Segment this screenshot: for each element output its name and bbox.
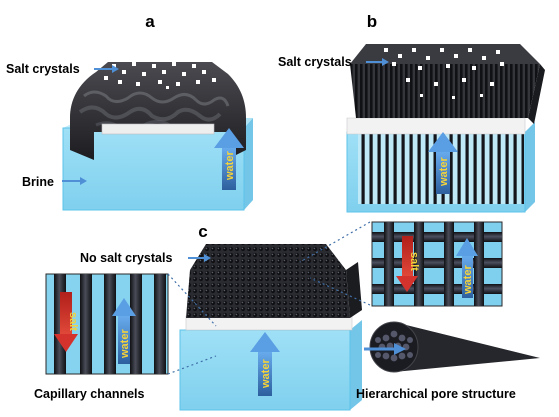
woven-fiber-inset: salt water [371, 221, 503, 307]
label-salt-crystals-b: Salt crystals [278, 55, 352, 69]
water-arrow-a: water [214, 128, 244, 190]
label-salt-crystals-a: Salt crystals [6, 62, 80, 76]
water-arrow-inset-right: water [456, 238, 478, 298]
water-arrow-c-text: water [260, 359, 272, 389]
label-no-salt-crystals: No salt crystals [80, 251, 172, 265]
pointer-arrow-salt-a [94, 65, 119, 73]
water-arrow-inset-right-text: water [462, 265, 474, 295]
fiber-bundle [364, 321, 540, 373]
panel-a: a water [6, 12, 253, 211]
panel-b-letter: b [367, 12, 377, 31]
capillary-channels-inset: salt water [45, 273, 169, 375]
water-arrow-inset-left: water [112, 298, 136, 364]
salt-arrow-text: salt [67, 312, 79, 331]
pointer-arrow-salt-b [366, 58, 389, 66]
panel-c-letter: c [198, 222, 207, 241]
label-hierarchical-pore-structure: Hierarchical pore structure [356, 387, 516, 401]
panel-b: b water [278, 12, 545, 213]
white-band-c [185, 315, 353, 331]
water-arrow-inset-left-text: water [119, 329, 131, 359]
salt-arrow-inset-right: salt [396, 236, 420, 292]
label-capillary-channels: Capillary channels [34, 387, 145, 401]
white-band-b [346, 117, 526, 135]
salt-crystal-speckles-b [384, 48, 504, 99]
water-arrow-b: water [428, 132, 458, 194]
label-brine: Brine [22, 175, 54, 189]
salt-crusted-absorber [70, 62, 246, 160]
water-arrow-b-text: water [438, 157, 450, 187]
pointer-arrow-brine [62, 177, 87, 185]
pointer-arrow-no-salt [188, 254, 211, 262]
fiber-mat-c [186, 244, 362, 318]
fiber-mat-b [350, 44, 545, 124]
salt-arrow-down: salt [54, 292, 79, 352]
zoom-connector-lines [167, 221, 371, 375]
water-arrow-a-text: water [224, 151, 236, 181]
water-arrow-c: water [250, 332, 280, 396]
panel-c: c water No salt crystals [34, 221, 540, 411]
salt-crystal-speckles [104, 58, 216, 89]
panel-a-letter: a [145, 12, 155, 31]
salt-arrow-inset-right-text: salt [408, 252, 420, 271]
